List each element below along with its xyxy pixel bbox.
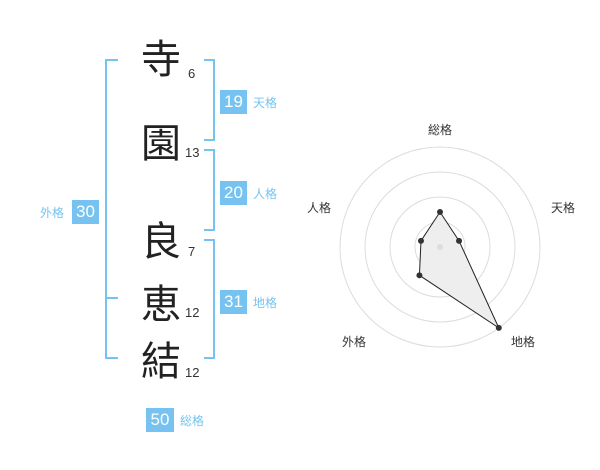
char-1-strokes: 6 — [188, 66, 196, 81]
char-3: 良 — [141, 219, 181, 265]
char-4: 恵 — [141, 282, 181, 328]
soukaku-label: 総格 — [180, 414, 205, 428]
radar-ring-3 — [364, 171, 516, 323]
tenkaku-bracket — [204, 59, 215, 141]
char-5-strokes: 12 — [185, 365, 200, 380]
radar-point-5 — [417, 237, 424, 244]
char-4-strokes: 12 — [185, 305, 200, 320]
char-2: 園 — [141, 121, 181, 167]
radar-ring-4 — [339, 146, 541, 348]
chikaku-label: 地格 — [253, 296, 278, 310]
radar-center — [437, 244, 443, 250]
radar-axis-label-chikaku: 地格 — [511, 335, 536, 349]
radar-axis-label-tenkaku: 天格 — [551, 201, 576, 215]
radar-point-4 — [416, 272, 423, 279]
radar-polygon — [418, 211, 500, 330]
radar-ring-2 — [389, 196, 491, 298]
char-2-strokes: 13 — [185, 145, 200, 160]
jinkaku-bracket — [204, 149, 215, 231]
radar-point-1 — [437, 209, 443, 215]
radar-axis-label-gaikaku: 外格 — [342, 335, 367, 349]
radar-point-2 — [456, 237, 463, 244]
char-1: 寺 — [141, 37, 181, 83]
char-5: 結 — [141, 339, 181, 385]
soukaku-value: 50 — [146, 408, 174, 432]
char-3-strokes: 7 — [188, 244, 196, 259]
gaikaku-value: 30 — [72, 200, 99, 224]
tenkaku-label: 天格 — [253, 96, 278, 110]
chikaku-value: 31 — [220, 290, 247, 314]
jinkaku-label: 人格 — [253, 187, 278, 201]
gaikaku-bracket — [105, 59, 118, 359]
tenkaku-value: 19 — [220, 90, 247, 114]
radar-axis-label-jinkaku: 人格 — [307, 201, 332, 215]
gaikaku-label: 外格 — [40, 206, 65, 220]
jinkaku-value: 20 — [220, 181, 247, 205]
radar-point-3 — [495, 324, 502, 331]
radar-axis-label-soukaku: 総格 — [428, 123, 453, 137]
chikaku-bracket — [204, 239, 215, 359]
